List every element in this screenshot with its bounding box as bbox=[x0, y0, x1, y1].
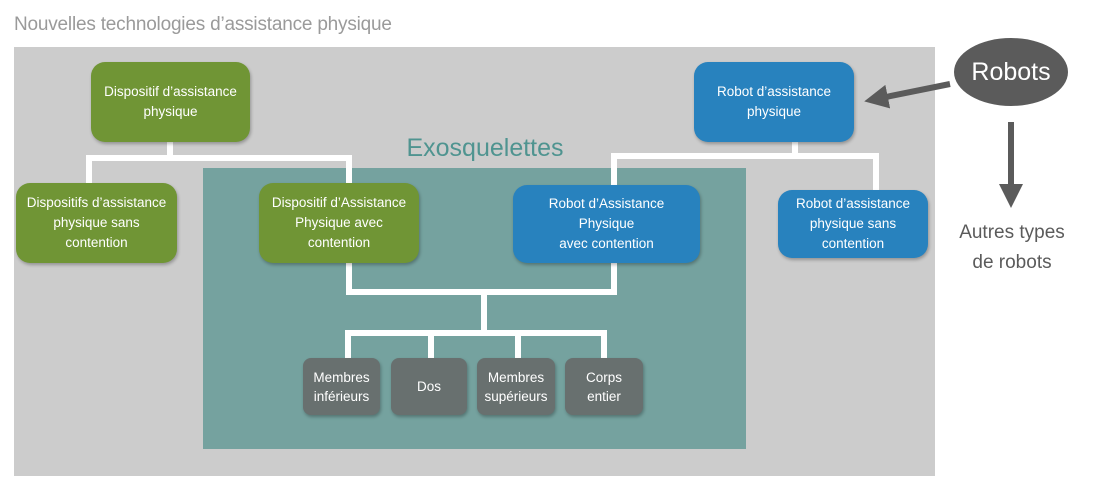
diagram-title: Nouvelles technologies d’assistance phys… bbox=[14, 14, 392, 35]
exoskeleton-label: Exosquelettes bbox=[406, 134, 564, 162]
robots-bubble: Robots bbox=[954, 38, 1068, 106]
box-dos: Dos bbox=[391, 358, 467, 415]
arrow-robots-to-rap bbox=[864, 81, 951, 109]
